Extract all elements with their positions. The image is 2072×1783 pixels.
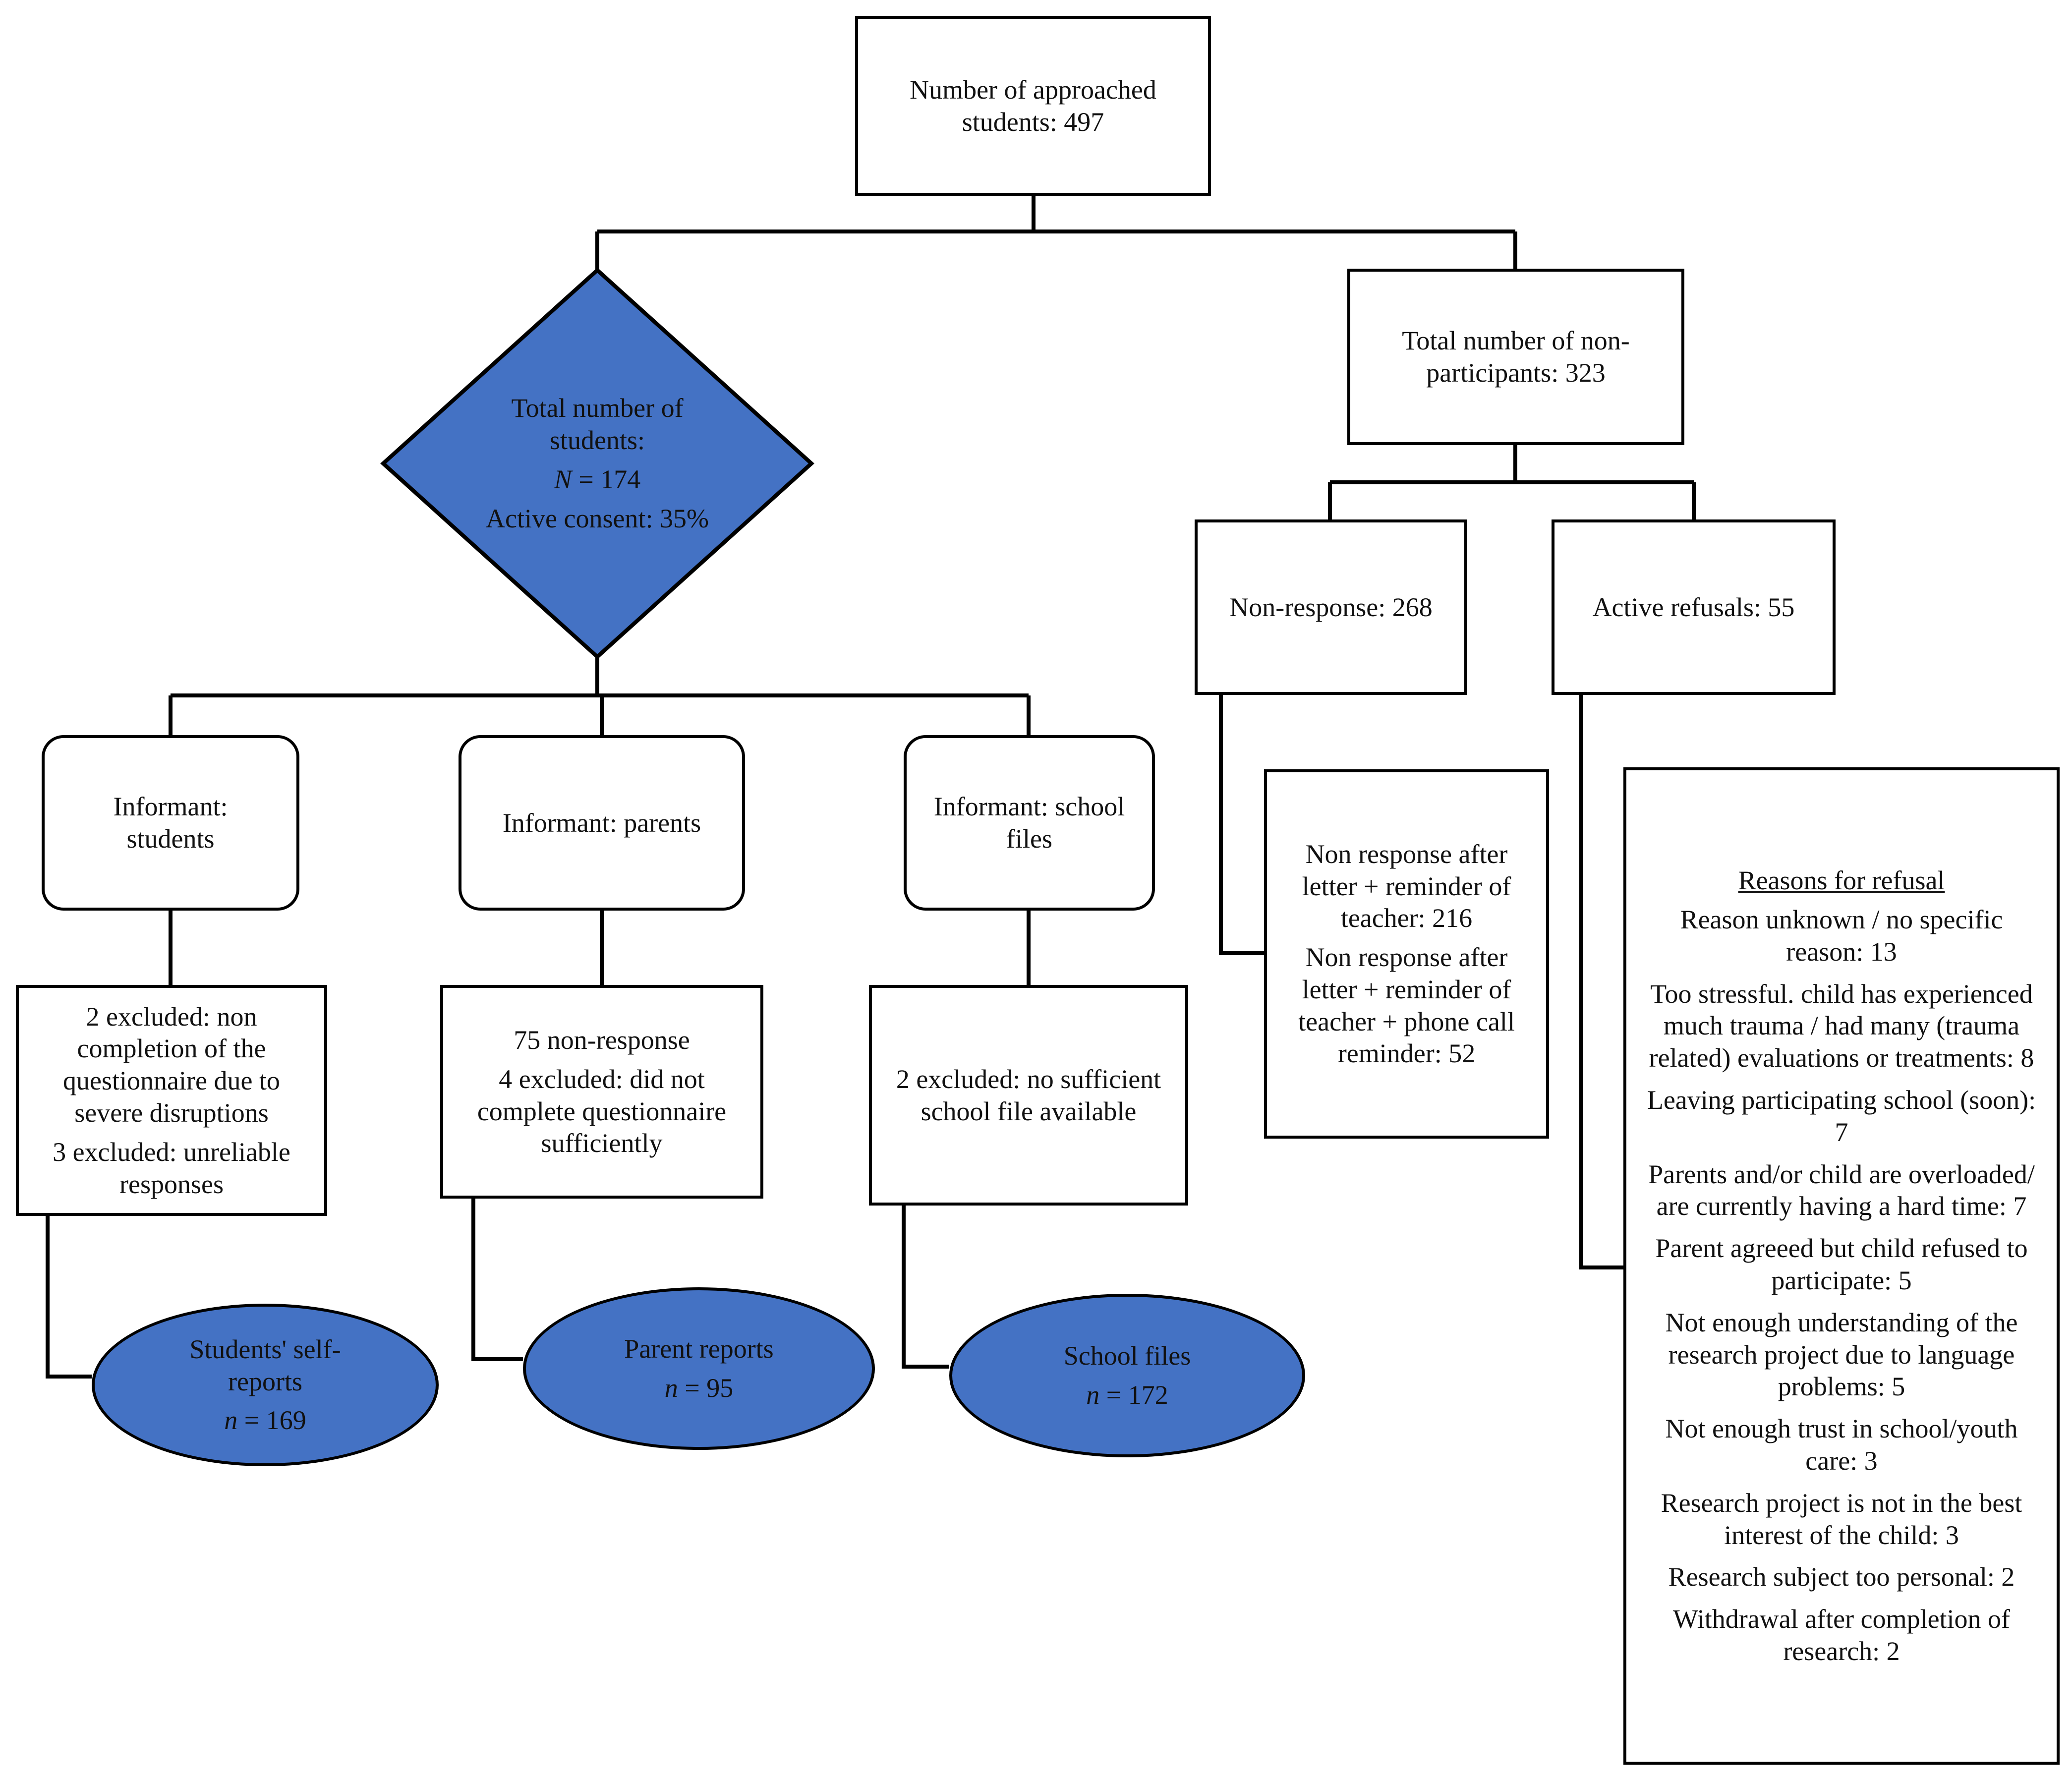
nonparticipants-label: Total number of non-participants: 323 bbox=[1402, 326, 1630, 388]
diamond-n-symbol: N bbox=[554, 464, 572, 494]
outcome-students-n: n = 169 bbox=[224, 1404, 306, 1437]
approached-students-box: Number of approached students: 497 bbox=[855, 16, 1211, 196]
parents-exclusion-box: 75 non-response 4 excluded: did not comp… bbox=[440, 985, 763, 1199]
connector-to-outcome-parents bbox=[471, 1199, 523, 1361]
school-exclusion-1: 2 excluded: no sufficient school file av… bbox=[896, 1064, 1161, 1126]
nonresponse-detail-1: Non response after letter + reminder of … bbox=[1302, 839, 1511, 933]
nonresponse-detail-2: Non response after letter + reminder of … bbox=[1298, 942, 1515, 1069]
outcome-parents-n-value: = 95 bbox=[678, 1373, 734, 1403]
refusals-label: Active refusals: 55 bbox=[1592, 592, 1795, 622]
reason-item: Reason unknown / no specific reason: 13 bbox=[1680, 905, 2003, 967]
reason-item: Not enough trust in school/youth care: 3 bbox=[1665, 1414, 2018, 1476]
school-exclusion-box: 2 excluded: no sufficient school file av… bbox=[869, 985, 1188, 1206]
nonparticipants-box: Total number of non-participants: 323 bbox=[1347, 269, 1684, 445]
outcome-school-n-value: = 172 bbox=[1099, 1380, 1168, 1410]
informant-parents-box: Informant: parents bbox=[459, 735, 745, 911]
outcome-parents-oval: Parent reports n = 95 bbox=[523, 1287, 875, 1450]
diamond-content: Total number of students: N = 174 Active… bbox=[476, 362, 719, 565]
reason-item: Withdrawal after completion of research:… bbox=[1672, 1604, 2011, 1666]
reason-item: Research project is not in the best inte… bbox=[1661, 1488, 2022, 1550]
outcome-parents-label: Parent reports bbox=[624, 1334, 774, 1364]
nonresponse-details-box: Non response after letter + reminder of … bbox=[1264, 769, 1549, 1139]
reason-item: Not enough understanding of the research… bbox=[1665, 1307, 2018, 1402]
outcome-students-n-value: = 169 bbox=[237, 1405, 306, 1436]
diamond-consent: Active consent: 35% bbox=[486, 503, 709, 533]
informant-students-box: Informant: students bbox=[42, 735, 299, 911]
reasons-box: Reasons for refusal Reason unknown / no … bbox=[1623, 767, 2060, 1765]
diamond-n-value: = 174 bbox=[572, 464, 641, 494]
informant-parents-label: Informant: parents bbox=[502, 807, 701, 838]
students-exclusion-2: 3 excluded: unreliable responses bbox=[53, 1137, 290, 1199]
reason-item: Parent agreeed but child refused to part… bbox=[1655, 1233, 2028, 1295]
connector-to-reasons bbox=[1579, 695, 1623, 1269]
reason-item: Leaving participating school (soon): 7 bbox=[1647, 1085, 2036, 1147]
parents-exclusion-2: 4 excluded: did not complete questionnai… bbox=[477, 1064, 727, 1158]
reason-item: Parents and/or child are overloaded/ are… bbox=[1648, 1159, 2035, 1221]
outcome-students-label: Students' self-reports bbox=[189, 1334, 341, 1396]
reason-item: Research subject too personal: 2 bbox=[1668, 1562, 2015, 1592]
outcome-students-oval: Students' self-reports n = 169 bbox=[92, 1304, 439, 1466]
outcome-students-n-symbol: n bbox=[224, 1405, 238, 1436]
outcome-parents-n: n = 95 bbox=[665, 1372, 733, 1404]
reasons-title: Reasons for refusal bbox=[1738, 865, 1945, 896]
outcome-school-label: School files bbox=[1063, 1341, 1191, 1371]
outcome-school-n: n = 172 bbox=[1086, 1379, 1168, 1411]
consent-diamond bbox=[380, 267, 814, 660]
outcome-school-n-symbol: n bbox=[1086, 1380, 1100, 1410]
reason-item: Too stressful. child has experienced muc… bbox=[1649, 978, 2034, 1073]
outcome-parents-n-symbol: n bbox=[664, 1373, 678, 1403]
diamond-title: Total number of students: bbox=[511, 393, 684, 456]
students-exclusion-1: 2 excluded: non completion of the questi… bbox=[63, 1001, 280, 1128]
connector-to-nonresponse-details bbox=[1219, 695, 1264, 955]
students-exclusion-box: 2 excluded: non completion of the questi… bbox=[16, 985, 327, 1216]
informant-students-label: Informant: students bbox=[113, 792, 228, 854]
informant-school-box: Informant: school files bbox=[904, 735, 1155, 911]
outcome-school-oval: School files n = 172 bbox=[949, 1294, 1305, 1457]
approached-students-label: Number of approached students: 497 bbox=[910, 74, 1156, 137]
connector-to-outcome-students bbox=[46, 1216, 92, 1379]
nonresponse-label: Non-response: 268 bbox=[1229, 592, 1433, 622]
diamond-n: N = 174 bbox=[554, 463, 641, 496]
parents-exclusion-1: 75 non-response bbox=[514, 1025, 690, 1055]
refusals-box: Active refusals: 55 bbox=[1552, 519, 1836, 695]
nonresponse-box: Non-response: 268 bbox=[1195, 519, 1467, 695]
informant-school-label: Informant: school files bbox=[933, 792, 1125, 854]
connector-to-outcome-school bbox=[902, 1206, 949, 1369]
